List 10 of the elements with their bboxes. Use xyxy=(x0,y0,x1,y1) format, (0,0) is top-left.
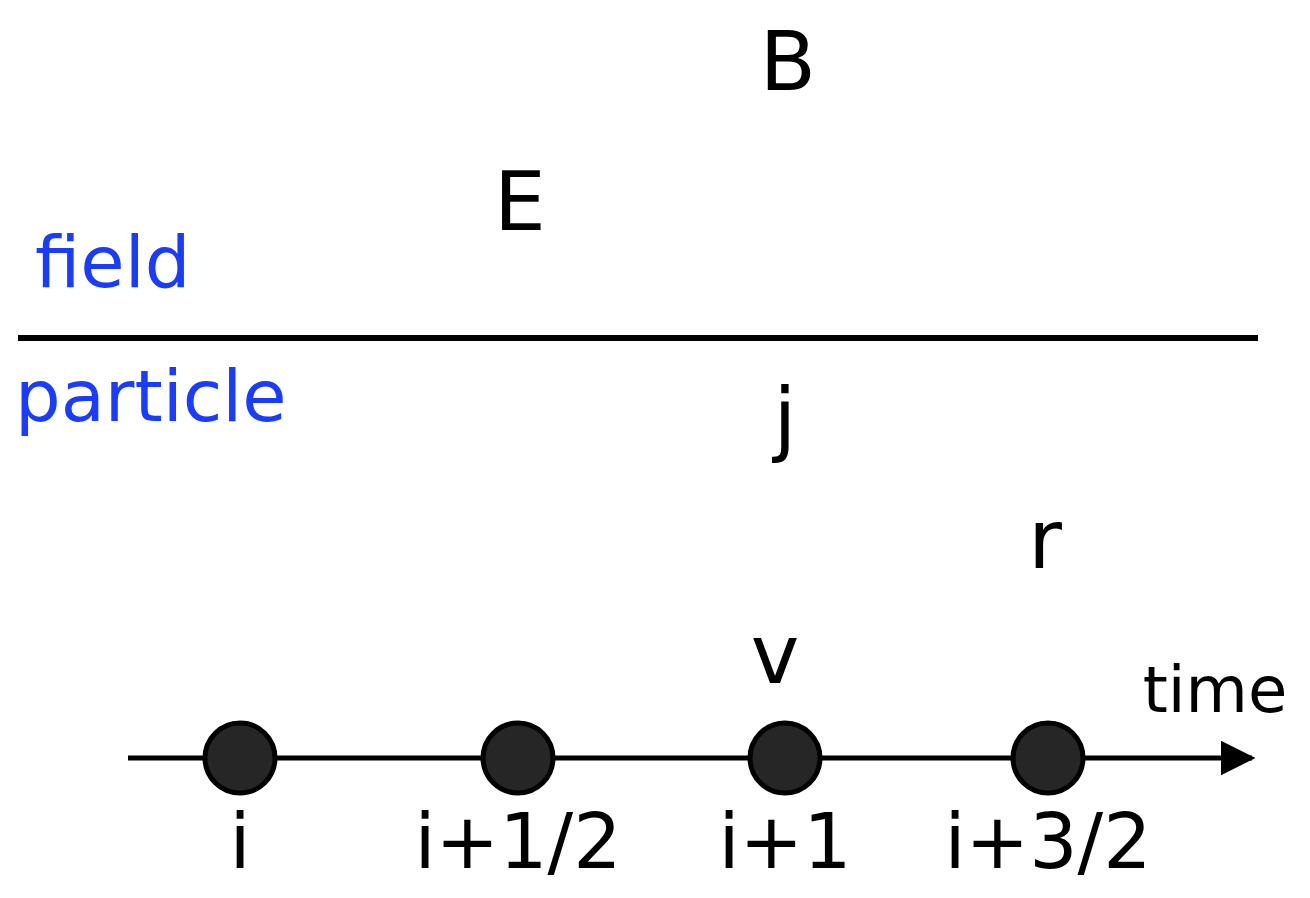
field-symbol: B xyxy=(759,21,817,103)
time-step-label: i+1 xyxy=(718,804,852,880)
field-symbol: E xyxy=(494,161,546,243)
section-label: field xyxy=(35,226,191,298)
time-step-label: i+1/2 xyxy=(414,804,622,880)
time-step-label: i xyxy=(229,804,251,880)
time-step-label: i+3/2 xyxy=(944,804,1152,880)
quantity-symbol: r xyxy=(1028,499,1062,581)
axis-label: time xyxy=(1142,658,1288,722)
quantity-symbol: v xyxy=(750,614,800,696)
